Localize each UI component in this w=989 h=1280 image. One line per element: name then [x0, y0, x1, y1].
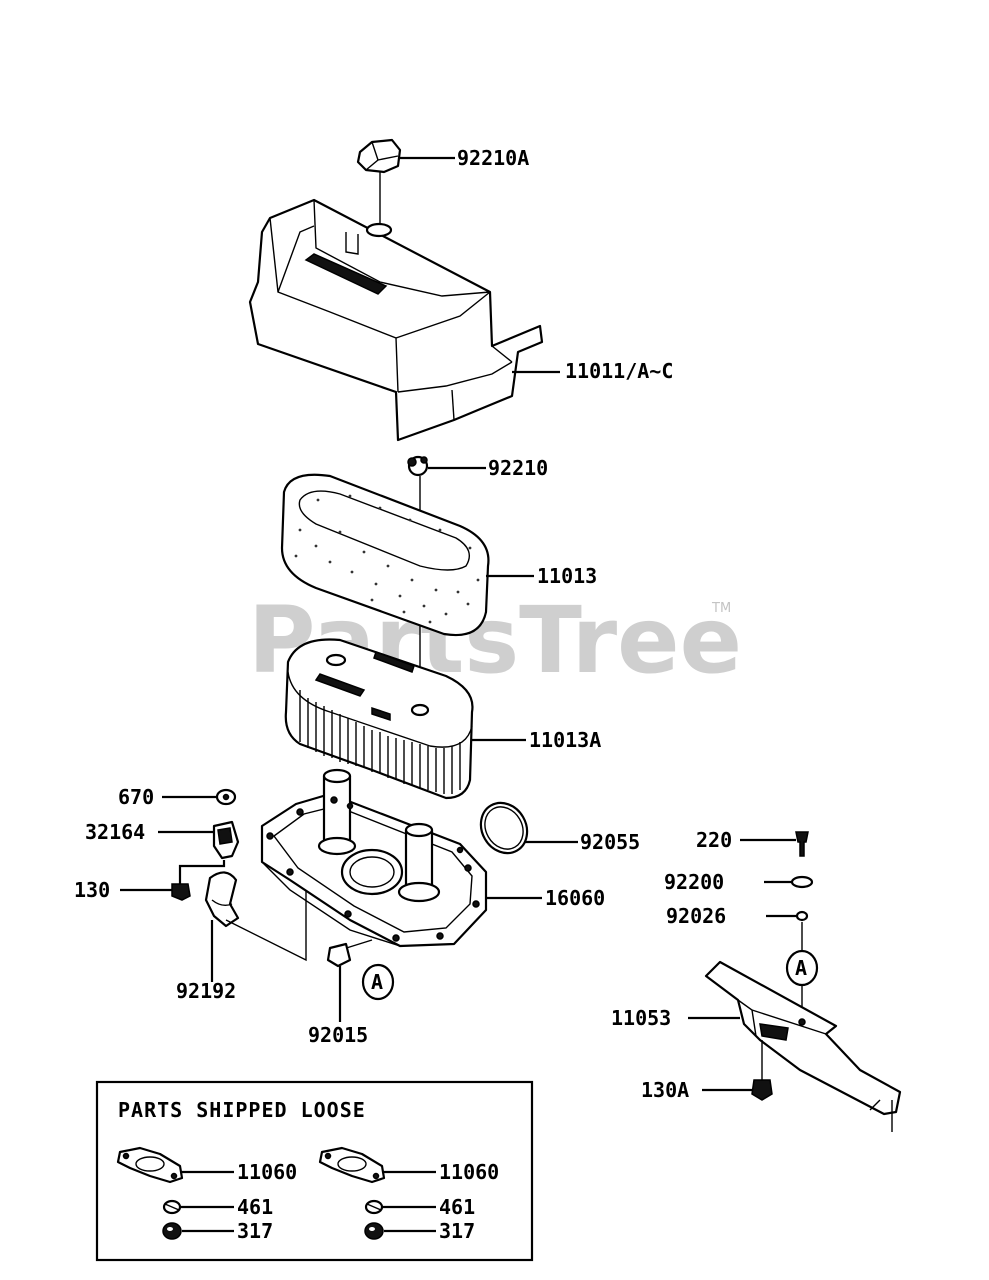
nut-317-left — [162, 1222, 182, 1240]
nut-130A — [751, 1079, 773, 1101]
bolt-220 — [795, 831, 809, 857]
cover-11011 — [248, 198, 544, 442]
label-92210: 92210 — [488, 456, 548, 480]
svg-text:A: A — [795, 956, 807, 980]
label-92210A: 92210A — [457, 146, 529, 170]
label-130A: 130A — [641, 1078, 689, 1102]
base-plate-16060 — [260, 768, 488, 948]
gasket-11060-right — [318, 1146, 386, 1184]
nut-92210 — [407, 455, 429, 477]
label-92026: 92026 — [666, 904, 726, 928]
washer-670 — [215, 788, 237, 806]
label-11053: 11053 — [611, 1006, 671, 1030]
label-130: 130 — [74, 878, 110, 902]
nut-92026 — [795, 910, 809, 922]
label-670: 670 — [118, 785, 154, 809]
label-92055: 92055 — [580, 830, 640, 854]
label-11013: 11013 — [537, 564, 597, 588]
valve-32164 — [212, 820, 240, 860]
washer-461-left — [162, 1199, 182, 1215]
washer-461-right — [364, 1199, 384, 1215]
label-220: 220 — [696, 828, 732, 852]
label-461-left: 461 — [237, 1195, 273, 1219]
foam-precleaner-11013 — [280, 473, 490, 637]
knob-92210A — [356, 138, 402, 174]
label-92200: 92200 — [664, 870, 724, 894]
label-11011: 11011/A~C — [565, 359, 673, 383]
parts-shipped-loose-title: PARTS SHIPPED LOOSE — [118, 1098, 366, 1122]
watermark-trademark: TM — [711, 601, 731, 616]
nut-317-right — [364, 1222, 384, 1240]
label-11060-left: 11060 — [237, 1160, 297, 1184]
washer-92200 — [790, 875, 814, 889]
label-11060-right: 11060 — [439, 1160, 499, 1184]
ref-marker-a-right: A — [785, 949, 819, 987]
label-92015: 92015 — [308, 1023, 368, 1047]
nut-92015 — [326, 942, 352, 968]
label-317-left: 317 — [237, 1219, 273, 1243]
label-461-right: 461 — [439, 1195, 475, 1219]
label-92192: 92192 — [176, 979, 236, 1003]
paper-element-11013A — [284, 638, 474, 800]
gasket-11060-left — [116, 1146, 184, 1184]
label-16060: 16060 — [545, 886, 605, 910]
label-11013A: 11013A — [529, 728, 601, 752]
bolt-130 — [171, 883, 191, 901]
parts-shipped-loose-box: PARTS SHIPPED LOOSE 11060 461 317 — [95, 1080, 534, 1262]
o-ring-92055 — [479, 801, 529, 855]
bracket-11053 — [704, 960, 902, 1132]
hose-92192 — [204, 871, 240, 928]
label-317-right: 317 — [439, 1219, 475, 1243]
label-32164: 32164 — [85, 820, 145, 844]
svg-text:A: A — [371, 970, 383, 994]
ref-marker-a-left: A — [361, 963, 395, 1001]
